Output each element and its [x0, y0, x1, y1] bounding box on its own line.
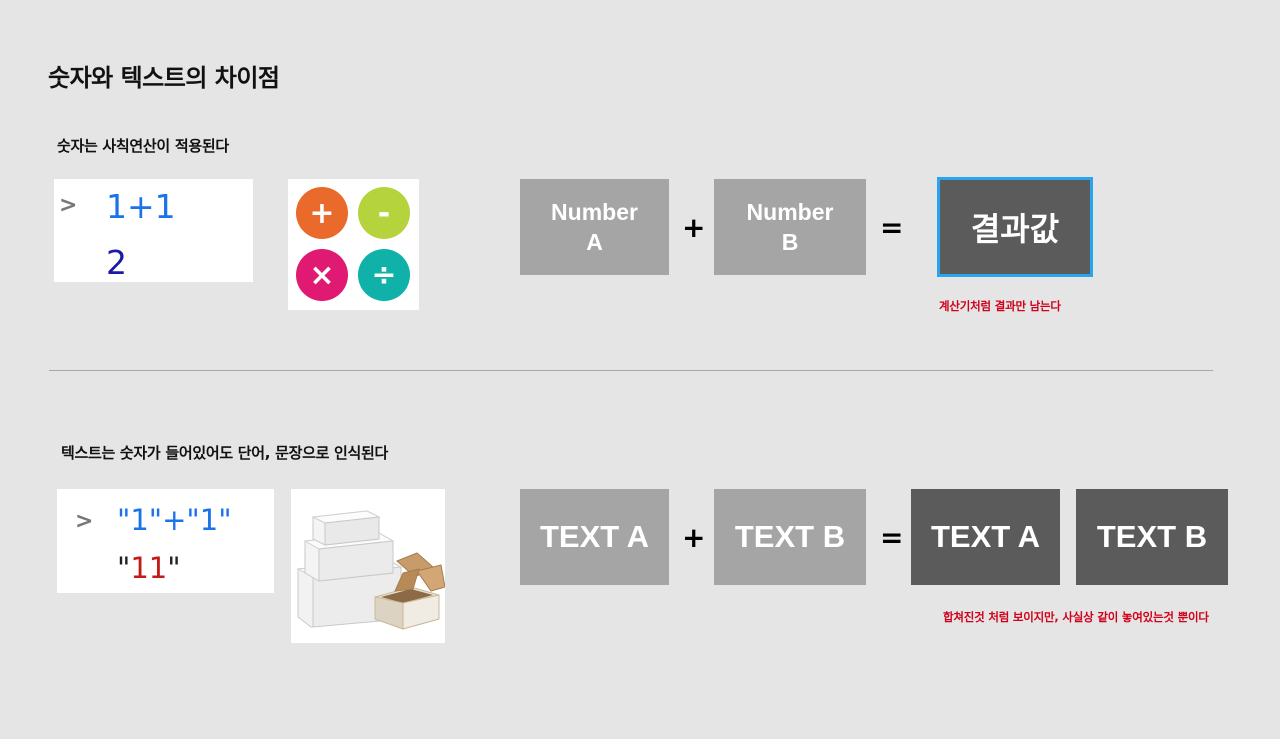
times-icon: × — [296, 249, 348, 301]
number-note: 계산기처럼 결과만 남는다 — [939, 299, 1061, 313]
arithmetic-icons-panel: + - × ÷ — [288, 179, 419, 310]
console-input: 1+1 — [106, 187, 176, 226]
divide-icon: ÷ — [358, 249, 410, 301]
console-output: 2 — [106, 243, 127, 282]
text-b-box: TEXT B — [714, 489, 866, 585]
page-title: 숫자와 텍스트의 차이점 — [48, 64, 280, 92]
result-box: 결과값 — [937, 177, 1093, 277]
cardboard-boxes-image — [291, 489, 446, 643]
text-a-box: TEXT A — [520, 489, 669, 585]
plus-icon: + — [296, 187, 348, 239]
chevron-right-icon: > — [59, 193, 78, 218]
result-text-a-box: TEXT A — [911, 489, 1060, 585]
text-note: 합쳐진것 처럼 보이지만, 사실상 같이 놓여있는것 뿐이다 — [943, 610, 1209, 624]
console-output: "11" — [117, 551, 181, 585]
text-console-panel: > "1"+"1" "11" — [57, 489, 274, 593]
plus-operator: + — [682, 211, 706, 244]
console-input: "1"+"1" — [117, 503, 232, 537]
minus-icon: - — [358, 187, 410, 239]
chevron-right-icon: > — [75, 509, 94, 534]
section-divider — [49, 370, 1213, 371]
number-section-subtitle: 숫자는 사칙연산이 적용된다 — [57, 137, 229, 155]
result-text-b-box: TEXT B — [1076, 489, 1228, 585]
text-section-subtitle: 텍스트는 숫자가 들어있어도 단어, 문장으로 인식된다 — [61, 444, 389, 462]
equals-operator: = — [880, 211, 904, 244]
equals-operator: = — [880, 521, 904, 554]
number-console-panel: > 1+1 2 — [54, 179, 253, 282]
number-b-box: Number B — [714, 179, 866, 275]
plus-operator: + — [682, 521, 706, 554]
number-a-box: Number A — [520, 179, 669, 275]
boxes-illustration — [296, 510, 446, 630]
